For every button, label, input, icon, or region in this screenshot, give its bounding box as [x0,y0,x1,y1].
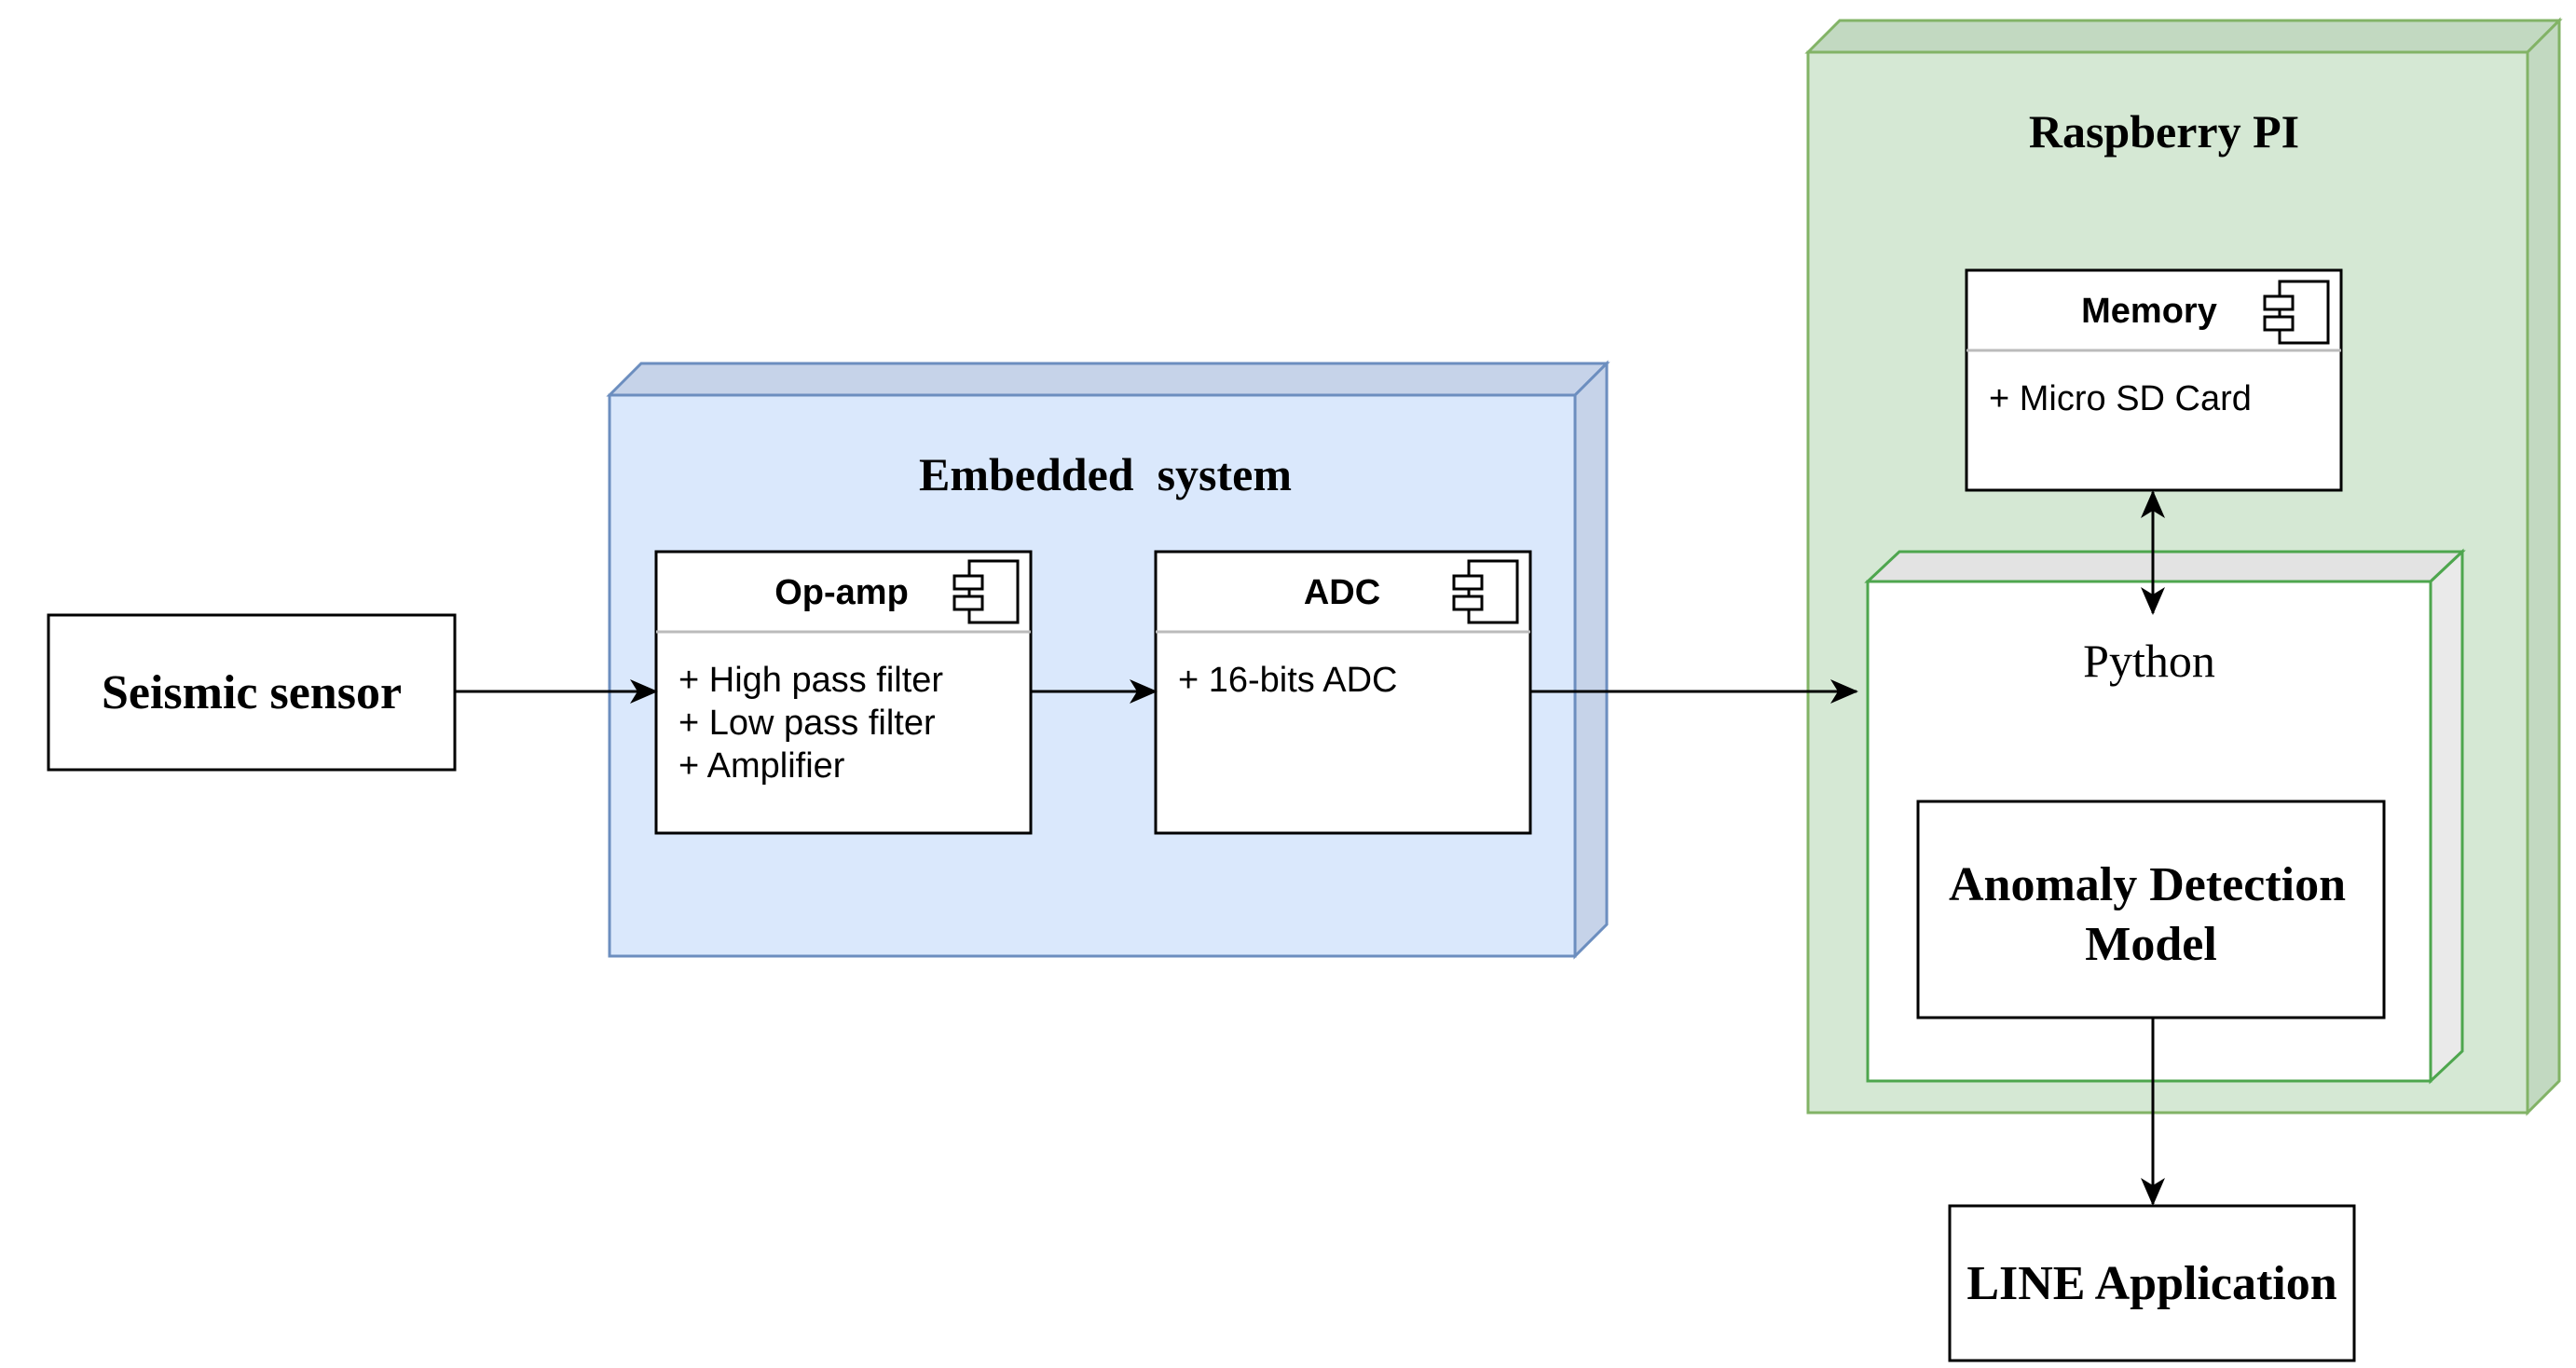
memory-box [1965,268,2343,492]
connectors [455,490,2165,1206]
memory-title: Memory [2081,292,2217,331]
adc-item-0: + 16-bits ADC [1178,661,1398,700]
component-icon [952,559,1020,624]
op-amp-item-2: + Amplifier [678,746,845,786]
memory-component: Memory + Micro SD Card [1965,268,2343,492]
seismic-sensor-label: Seismic sensor [102,666,402,719]
python-side-face [2429,548,2464,1085]
memory-item-0: + Micro SD Card [1989,379,2252,418]
component-icon [1452,559,1519,624]
op-amp-item-0: + High pass filter [678,661,943,700]
line-application-box [1948,1204,2356,1362]
anomaly-detection-model-label-line2: Model [2085,918,2217,971]
op-amp-title: Op-amp [774,573,909,612]
adc-title: ADC [1304,573,1380,612]
anomaly-detection-model-label-line1: Anomaly Detection [1949,858,2346,911]
line-application-label: LINE Application [1966,1257,2336,1310]
embedded-system-top-face [606,362,1610,397]
raspberry-pi-label: Raspberry PI [2029,105,2299,157]
anomaly-detection-model-node: Anomaly Detection Model [1916,800,2386,1019]
adc-component: ADC + 16-bits ADC [1154,550,1532,835]
embedded-system-side-face [1573,360,1609,960]
anomaly-detection-model-box [1916,800,2386,1019]
embedded-system-label: Embedded system [919,448,1292,500]
line-application-node: LINE Application [1948,1204,2356,1362]
op-amp-component: Op-amp + High pass filter + Low pass fil… [654,550,1033,835]
seismic-sensor-box [47,613,457,772]
raspberry-pi-top-face [1804,19,2563,54]
op-amp-item-1: + Low pass filter [678,704,936,743]
python-label: Python [2083,635,2215,687]
component-icon [2263,280,2330,345]
raspberry-pi-side-face [2526,17,2561,1116]
seismic-sensor-node: Seismic sensor [47,613,457,772]
python-top-face [1864,550,2466,583]
